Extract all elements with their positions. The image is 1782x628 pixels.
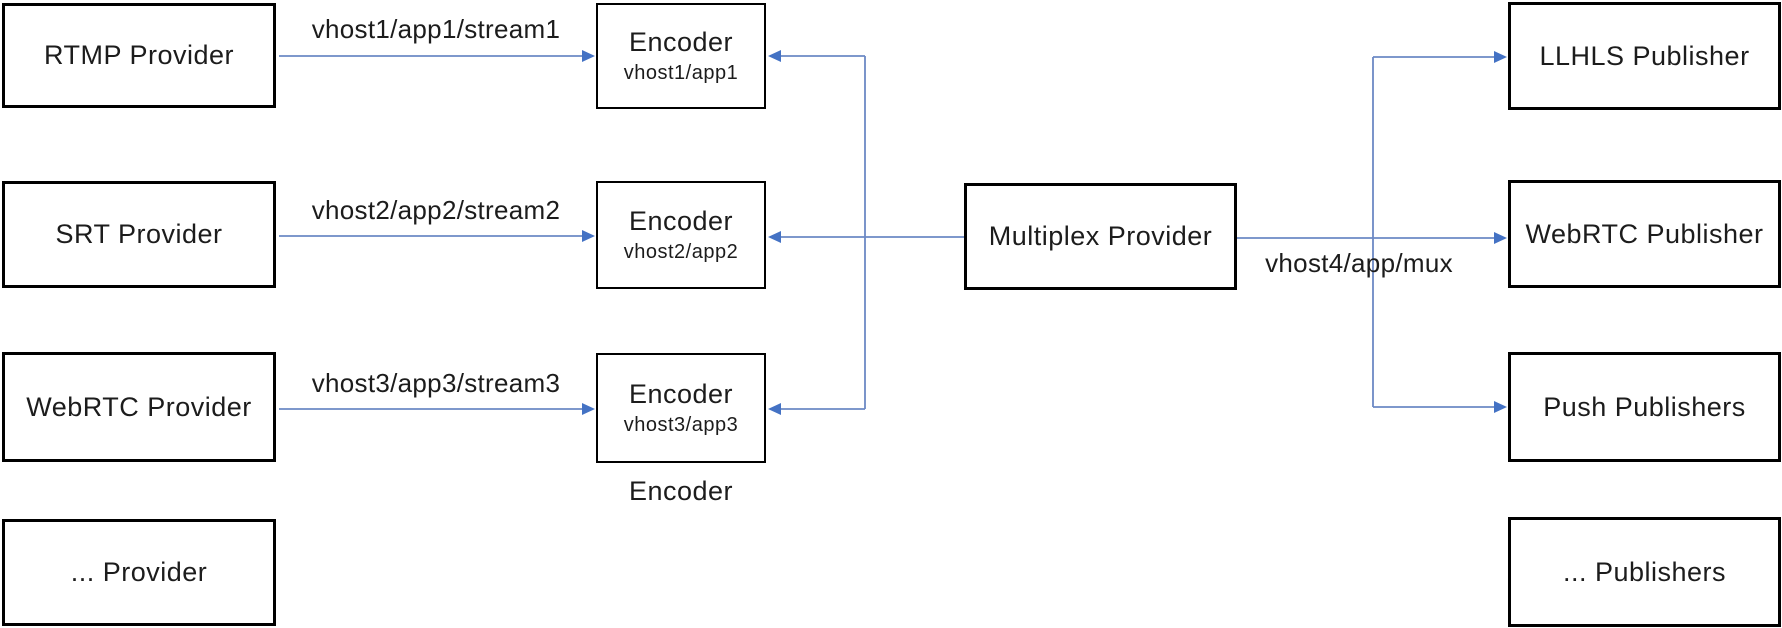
etc-provider-box: ... Provider: [2, 519, 276, 626]
multiplex-to-encoders-arrowheads: [768, 50, 781, 415]
edge-label-stream3: vhost3/app3/stream3: [311, 368, 561, 398]
encoder-1-title: Encoder: [628, 27, 734, 58]
srt-provider-label: SRT Provider: [55, 219, 223, 250]
etc-publishers-label: ... Publishers: [1562, 556, 1727, 587]
multiplex-provider-label: Multiplex Provider: [988, 221, 1213, 252]
encoder-1-vhost-label: vhost1/app1: [623, 61, 739, 84]
encoder-2-vhost-label: vhost2/app2: [623, 240, 739, 263]
etc-provider-label: ... Provider: [70, 557, 208, 588]
multiplex-to-encoders-connector: [781, 55, 964, 410]
webrtc-provider-label: WebRTC Provider: [26, 391, 252, 422]
encoder-2-title: Encoder: [628, 206, 734, 237]
encoder-box-3: Encoder vhost3/app3: [596, 353, 766, 463]
webrtc-provider-box: WebRTC Provider: [2, 352, 276, 462]
rtmp-provider-label: RTMP Provider: [43, 40, 235, 71]
encoder-box-1: Encoder vhost1/app1: [596, 3, 766, 109]
webrtc-publisher-label: WebRTC Publisher: [1525, 218, 1764, 249]
rtmp-provider-box: RTMP Provider: [2, 3, 276, 108]
srt-provider-box: SRT Provider: [2, 181, 276, 288]
multiplex-to-publishers-connector: [1237, 56, 1494, 408]
edge-label-stream2: vhost2/app2/stream2: [311, 195, 561, 225]
edge-label-mux-output: vhost4/app/mux: [1265, 248, 1453, 278]
webrtc-publisher-box: WebRTC Publisher: [1508, 180, 1781, 288]
multiplex-to-publishers-arrowheads: [1494, 51, 1507, 413]
push-publishers-label: Push Publishers: [1543, 391, 1746, 422]
llhls-publisher-label: LLHLS Publisher: [1539, 40, 1750, 71]
push-publishers-box: Push Publishers: [1508, 352, 1781, 462]
etc-publishers-box: ... Publishers: [1508, 517, 1781, 627]
edge-label-stream1: vhost1/app1/stream1: [311, 14, 561, 44]
providers-to-encoders-arrowheads: [582, 50, 595, 415]
encoder-box-2: Encoder vhost2/app2: [596, 181, 766, 289]
encoder-column-caption: Encoder: [628, 476, 734, 506]
providers-to-encoders-arrows: [279, 55, 583, 410]
encoder-3-vhost-label: vhost3/app3: [623, 413, 739, 436]
encoder-3-title: Encoder: [628, 379, 734, 410]
multiplex-provider-box: Multiplex Provider: [964, 183, 1237, 290]
llhls-publisher-box: LLHLS Publisher: [1508, 2, 1781, 110]
